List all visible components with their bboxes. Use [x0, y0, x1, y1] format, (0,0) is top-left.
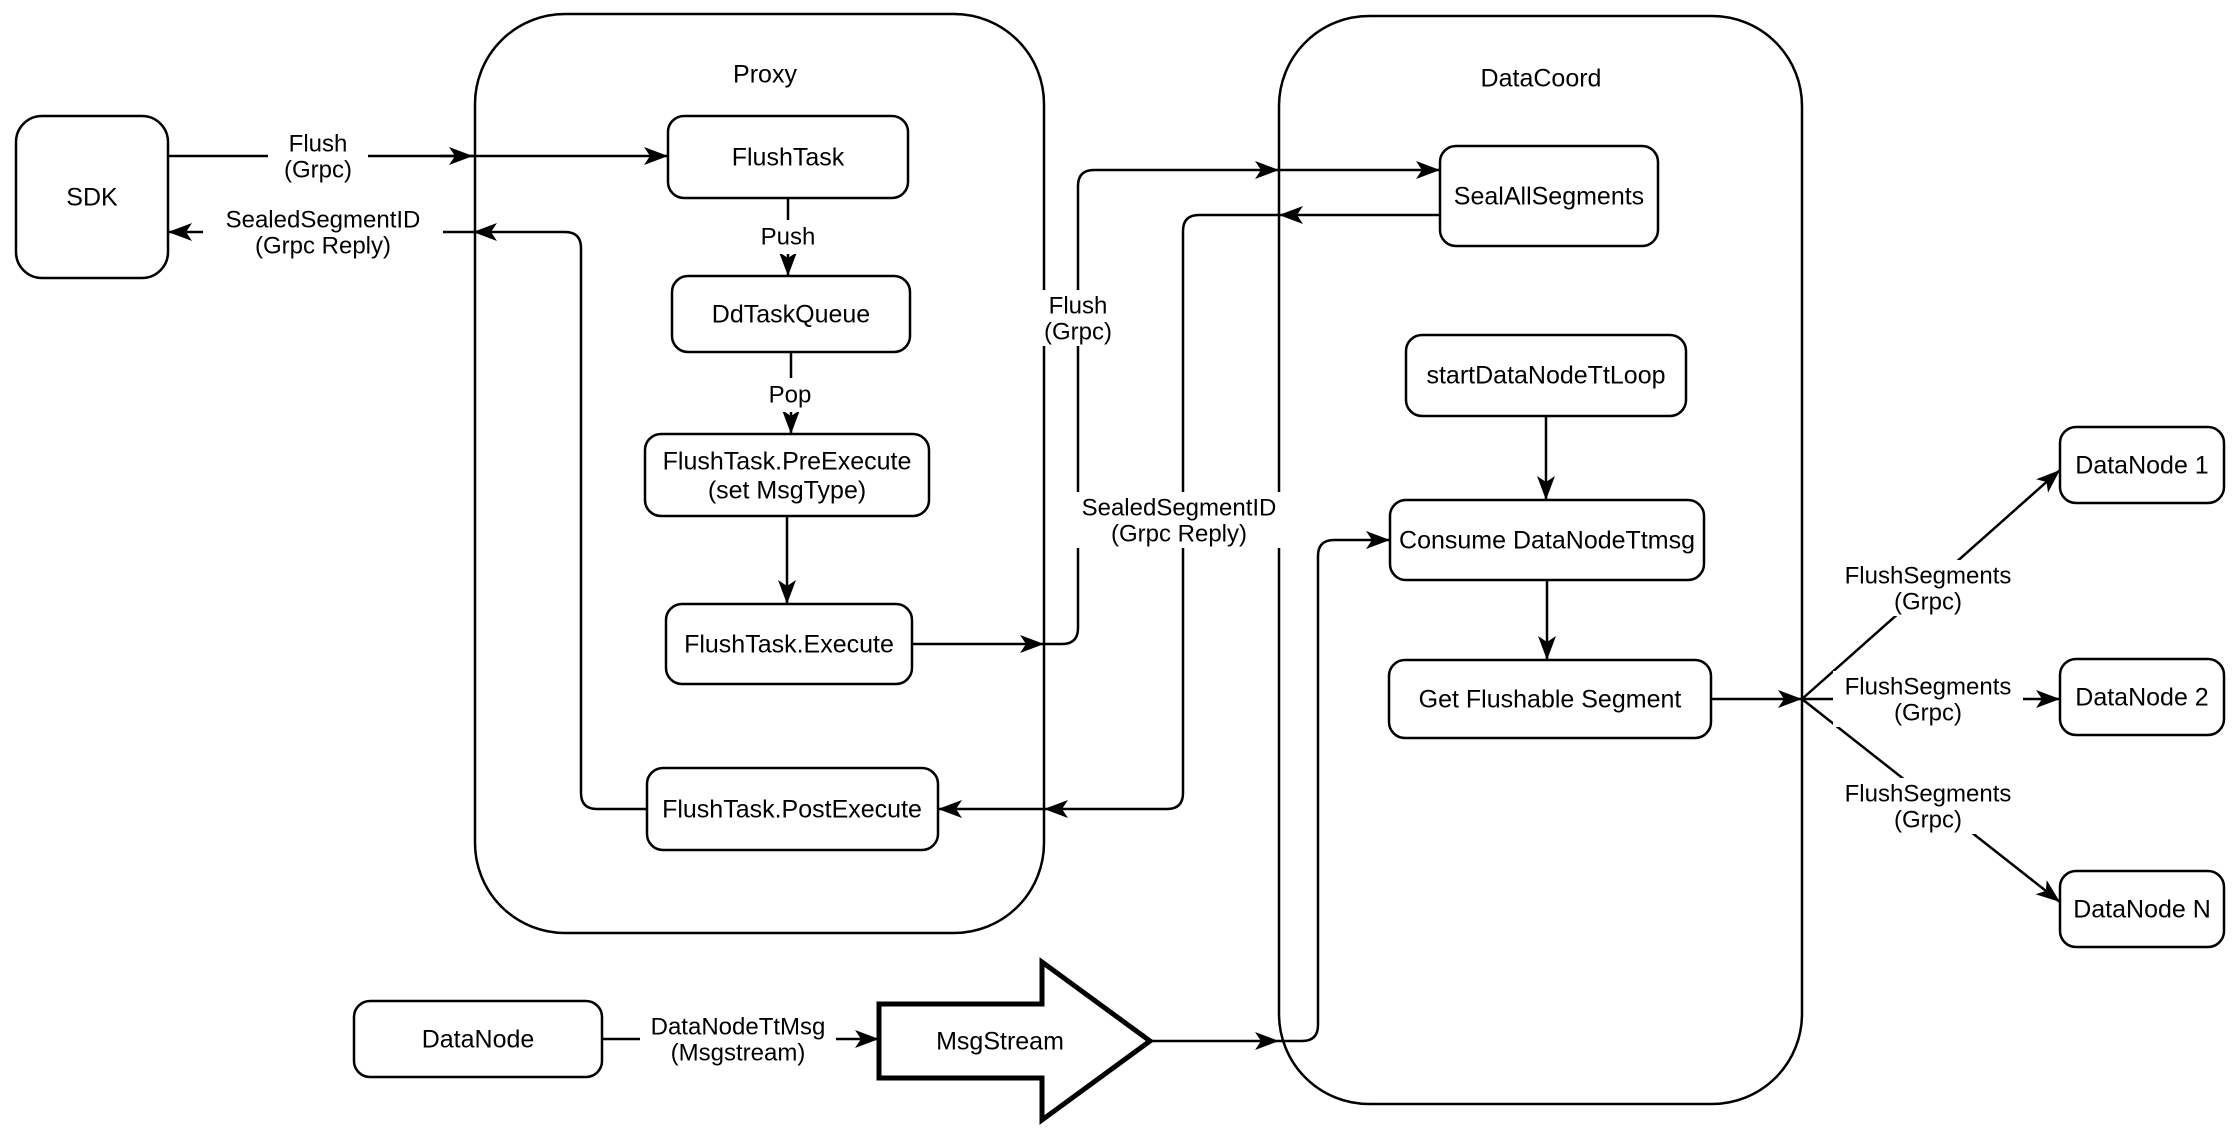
node-startdatanodettloop: startDataNodeTtLoop: [1404, 333, 1688, 418]
node-preexecute: FlushTask.PreExecute (set MsgType): [643, 432, 931, 518]
svg-text:DataNode: DataNode: [422, 1026, 535, 1054]
label-sdk-reply: SealedSegmentID (Grpc Reply): [203, 204, 443, 260]
svg-text:(Grpc): (Grpc): [1894, 699, 1962, 726]
node-execute: FlushTask.Execute: [664, 602, 914, 686]
svg-text:FlushTask: FlushTask: [732, 144, 845, 172]
svg-text:FlushSegments: FlushSegments: [1845, 780, 2012, 807]
edge-execute-to-sealallsegments: [912, 161, 1440, 653]
svg-text:(Grpc): (Grpc): [1894, 806, 1962, 833]
svg-text:(Grpc Reply): (Grpc Reply): [255, 232, 391, 259]
label-sdk-flush: Flush (Grpc): [268, 128, 368, 184]
svg-text:(set MsgType): (set MsgType): [708, 477, 866, 505]
node-sealallsegments: SealAllSegments: [1438, 144, 1660, 248]
svg-text:DdTaskQueue: DdTaskQueue: [712, 301, 870, 329]
node-postexecute: FlushTask.PostExecute: [645, 766, 940, 852]
node-datanode2: DataNode 2: [2058, 657, 2226, 737]
node-sdk: SDK: [14, 114, 170, 280]
node-datanode: DataNode: [352, 999, 604, 1079]
node-getflushablesegment: Get Flushable Segment: [1387, 658, 1713, 740]
svg-text:Push: Push: [761, 223, 816, 250]
label-flush-grpc: Flush (Grpc): [1024, 290, 1132, 346]
label-datanodettmsg: DataNodeTtMsg (Msgstream): [640, 1011, 836, 1067]
svg-text:FlushSegments: FlushSegments: [1845, 673, 2012, 700]
label-pop: Pop: [759, 378, 821, 412]
svg-text:(Msgstream): (Msgstream): [671, 1039, 806, 1066]
svg-text:DataNodeTtMsg: DataNodeTtMsg: [651, 1013, 826, 1040]
svg-text:Get Flushable Segment: Get Flushable Segment: [1419, 686, 1682, 714]
svg-text:(Grpc): (Grpc): [1044, 318, 1112, 345]
svg-text:SealedSegmentID: SealedSegmentID: [226, 206, 421, 233]
svg-text:DataNode 1: DataNode 1: [2075, 452, 2208, 480]
svg-text:DataNode N: DataNode N: [2073, 896, 2211, 924]
svg-text:Flush: Flush: [289, 130, 348, 157]
svg-text:DataNode 2: DataNode 2: [2075, 684, 2208, 712]
proxy-title: Proxy: [733, 61, 797, 89]
node-consumedatanodettmsg: Consume DataNodeTtmsg: [1388, 498, 1706, 582]
label-flushsegments-1: FlushSegments (Grpc): [1833, 560, 2023, 616]
edge-msgstream-to-consume: [1150, 531, 1390, 1050]
svg-text:FlushTask.PreExecute: FlushTask.PreExecute: [663, 448, 912, 476]
svg-text:(Grpc): (Grpc): [284, 156, 352, 183]
label-flushsegments-3: FlushSegments (Grpc): [1833, 778, 2023, 834]
svg-text:startDataNodeTtLoop: startDataNodeTtLoop: [1426, 362, 1665, 390]
svg-text:FlushSegments: FlushSegments: [1845, 562, 2012, 589]
node-flushtask: FlushTask: [666, 114, 910, 200]
node-msgstream: MsgStream: [876, 957, 1155, 1125]
svg-text:MsgStream: MsgStream: [936, 1028, 1064, 1056]
svg-text:SDK: SDK: [66, 184, 118, 212]
svg-text:FlushTask.Execute: FlushTask.Execute: [684, 631, 894, 659]
label-push: Push: [753, 220, 823, 254]
svg-text:Flush: Flush: [1049, 292, 1108, 319]
node-datanoden: DataNode N: [2058, 869, 2226, 949]
datacoord-title: DataCoord: [1481, 65, 1602, 93]
node-ddtaskqueue: DdTaskQueue: [670, 274, 912, 354]
svg-text:(Grpc Reply): (Grpc Reply): [1111, 520, 1247, 547]
svg-text:SealAllSegments: SealAllSegments: [1454, 183, 1644, 211]
svg-text:Pop: Pop: [769, 381, 812, 408]
node-datanode1: DataNode 1: [2058, 425, 2226, 505]
block-arrow-shape: [876, 957, 1155, 1125]
label-flushsegments-2: FlushSegments (Grpc): [1833, 671, 2023, 727]
svg-text:FlushTask.PostExecute: FlushTask.PostExecute: [662, 796, 922, 824]
svg-text:SealedSegmentID: SealedSegmentID: [1082, 494, 1277, 521]
label-sealed-reply: SealedSegmentID (Grpc Reply): [1059, 492, 1299, 548]
svg-text:Consume DataNodeTtmsg: Consume DataNodeTtmsg: [1399, 527, 1695, 555]
svg-text:(Grpc): (Grpc): [1894, 588, 1962, 615]
